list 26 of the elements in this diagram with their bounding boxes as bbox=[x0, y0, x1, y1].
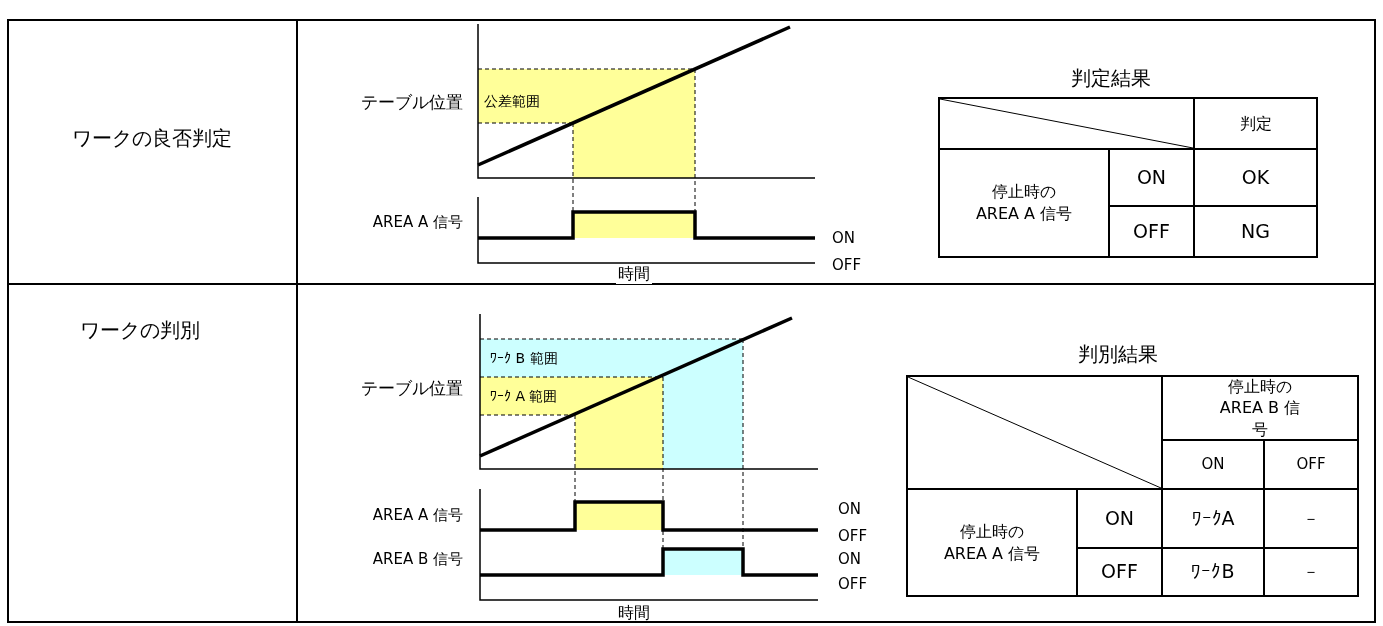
axis-label: AREA A 信号 bbox=[372, 213, 463, 231]
table-cell: 停止時の AREA B 信号 bbox=[1161, 375, 1359, 441]
row-heading: ワークの判別 bbox=[80, 318, 200, 342]
level-label: ON bbox=[838, 550, 862, 568]
level-label: OFF bbox=[838, 527, 868, 545]
axis-label: テーブル位置 bbox=[361, 377, 463, 399]
range-label: 公差範囲 bbox=[484, 92, 540, 110]
axis-label: 時間 bbox=[618, 603, 650, 623]
table-cell: NG bbox=[1193, 205, 1318, 258]
table-title: 判別結果 bbox=[1078, 342, 1158, 366]
axis-label: テーブル位置 bbox=[361, 91, 463, 113]
axis-label: 時間 bbox=[616, 264, 652, 284]
row-heading: ワークの良否判定 bbox=[72, 126, 232, 150]
table-cell: 停止時の AREA A 信号 bbox=[938, 148, 1110, 258]
range-label: ﾜｰｸ A 範囲 bbox=[490, 387, 558, 405]
level-label: OFF bbox=[832, 256, 862, 274]
range-label: ﾜｰｸ B 範囲 bbox=[490, 349, 558, 367]
table-title: 判定結果 bbox=[1071, 66, 1151, 90]
level-label: ON bbox=[832, 229, 856, 247]
table-cell: 判定 bbox=[1193, 97, 1318, 150]
level-label: OFF bbox=[838, 575, 868, 593]
axis-label: AREA B 信号 bbox=[372, 550, 463, 568]
axis-label: AREA A 信号 bbox=[372, 506, 463, 524]
level-label: ON bbox=[838, 500, 862, 518]
table-cell: － bbox=[1263, 547, 1359, 597]
table-cell: 停止時の AREA A 信号 bbox=[906, 488, 1078, 597]
